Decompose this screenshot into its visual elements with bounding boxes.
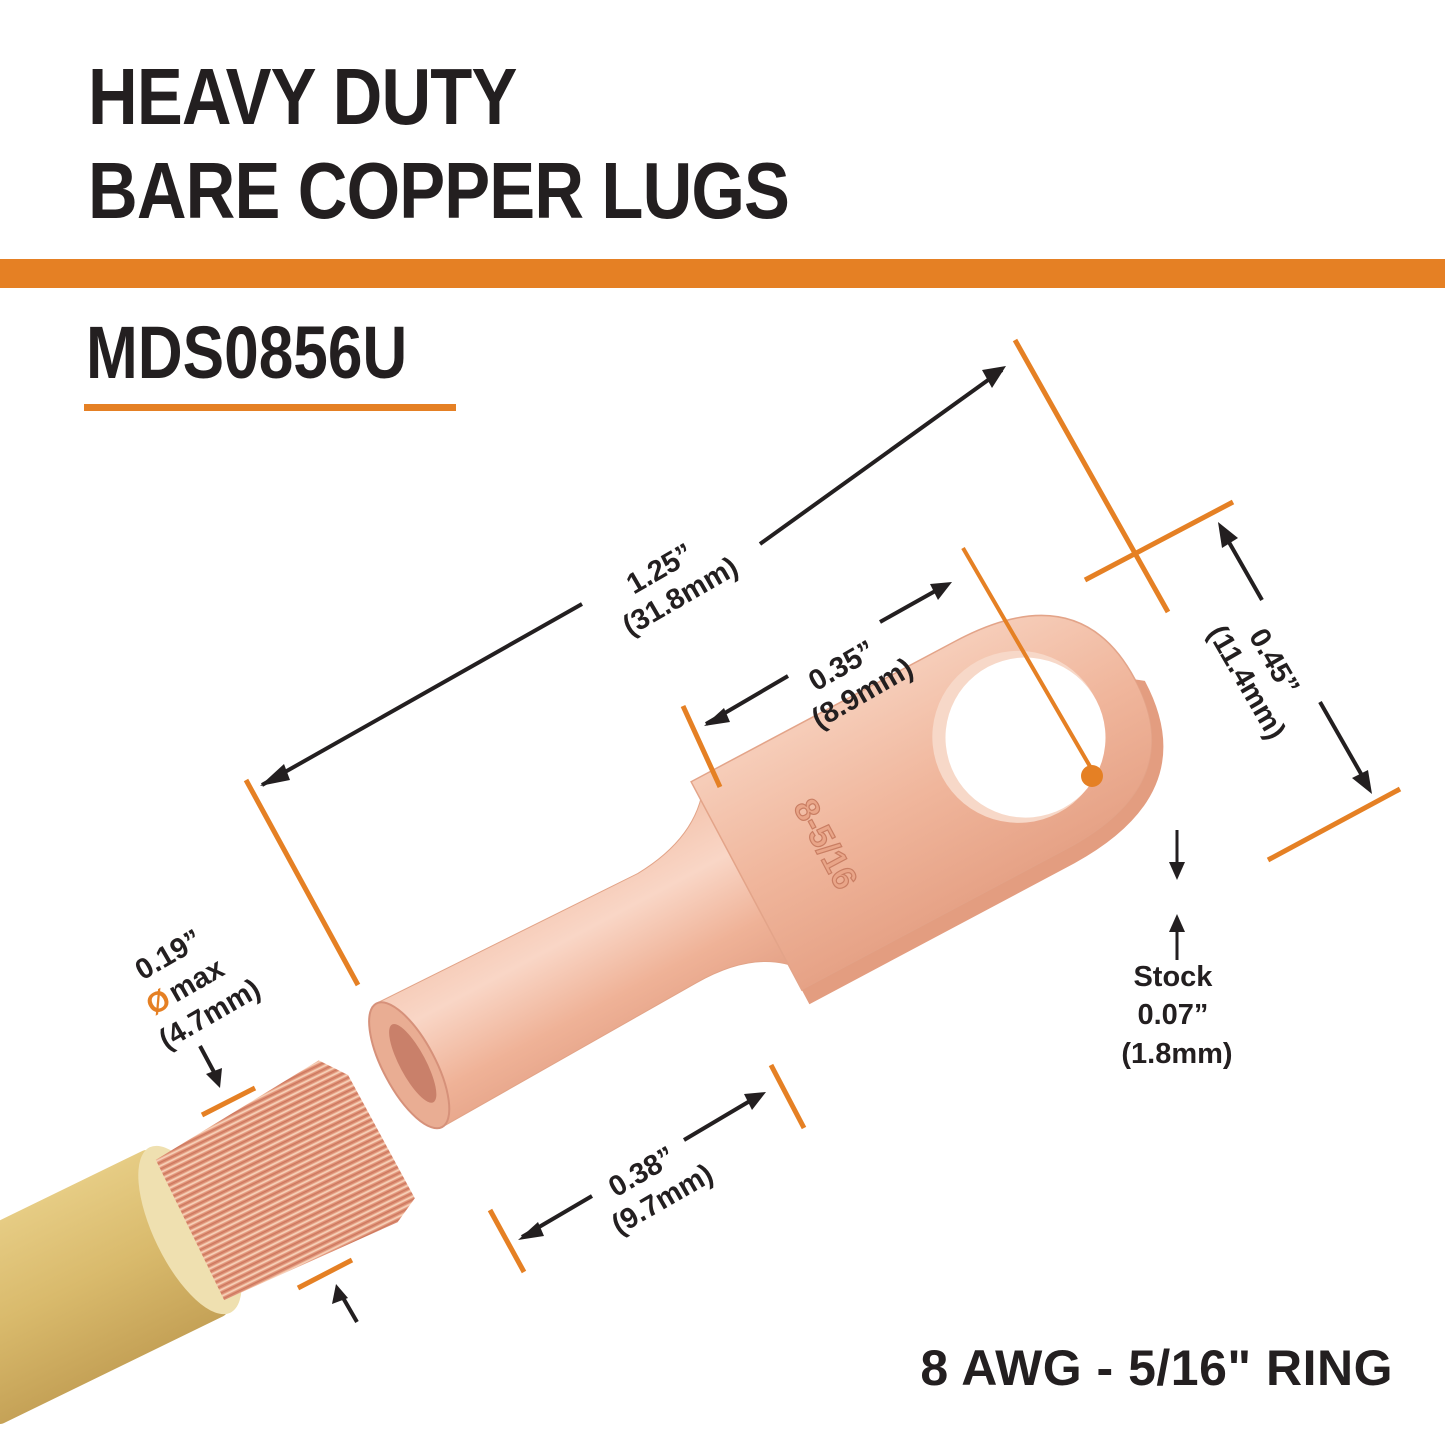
arrow-head-icon bbox=[332, 1284, 348, 1304]
title-line-1: HEAVY DUTY bbox=[88, 52, 517, 141]
accent-band bbox=[0, 259, 1445, 288]
stock-label: Stock bbox=[1133, 961, 1213, 993]
svg-text:0.38” (9.7mm): 0.38” (9.7mm) bbox=[589, 1129, 718, 1242]
svg-text:Stock 0.07” (1.8mm: Stock 0.07” (1.8mm) bbox=[1121, 961, 1232, 1070]
stock-inch: 0.07” bbox=[1137, 999, 1208, 1031]
arrow-head-icon bbox=[704, 708, 730, 726]
product-title: HEAVY DUTY BARE COPPER LUGS bbox=[88, 50, 790, 238]
svg-text:0.45” (11.4mm): 0.45” (11.4mm) bbox=[1201, 603, 1321, 745]
arrow-up-icon bbox=[1169, 914, 1185, 932]
arrow-head-icon bbox=[1218, 522, 1238, 548]
arrow-head-icon bbox=[206, 1068, 222, 1088]
stranded-wire bbox=[0, 1060, 415, 1424]
spec-caption: 8 AWG - 5/16" RING bbox=[920, 1340, 1393, 1396]
arrow-head-icon bbox=[518, 1222, 544, 1240]
dimension-barrel-length: 0.38” (9.7mm) bbox=[487, 1063, 807, 1274]
stock-mm: (1.8mm) bbox=[1121, 1038, 1232, 1070]
arrow-head-icon bbox=[260, 764, 290, 786]
arrow-head-icon bbox=[744, 1092, 766, 1110]
svg-text:1.25” (31.8mm): 1.25” (31.8mm) bbox=[600, 522, 743, 643]
center-dot-icon bbox=[1081, 765, 1103, 787]
arrow-head-icon bbox=[1352, 770, 1372, 794]
arrow-down-icon bbox=[1169, 862, 1185, 880]
model-underline bbox=[84, 404, 456, 411]
arrow-head-icon bbox=[930, 582, 952, 600]
dimension-stock: Stock 0.07” (1.8mm) bbox=[1121, 830, 1233, 1070]
arrow-head-icon bbox=[982, 366, 1006, 388]
title-line-2: BARE COPPER LUGS bbox=[88, 146, 790, 235]
copper-lug: 8-5/16 bbox=[368, 614, 1164, 1130]
model-number: MDS0856U bbox=[86, 311, 408, 394]
